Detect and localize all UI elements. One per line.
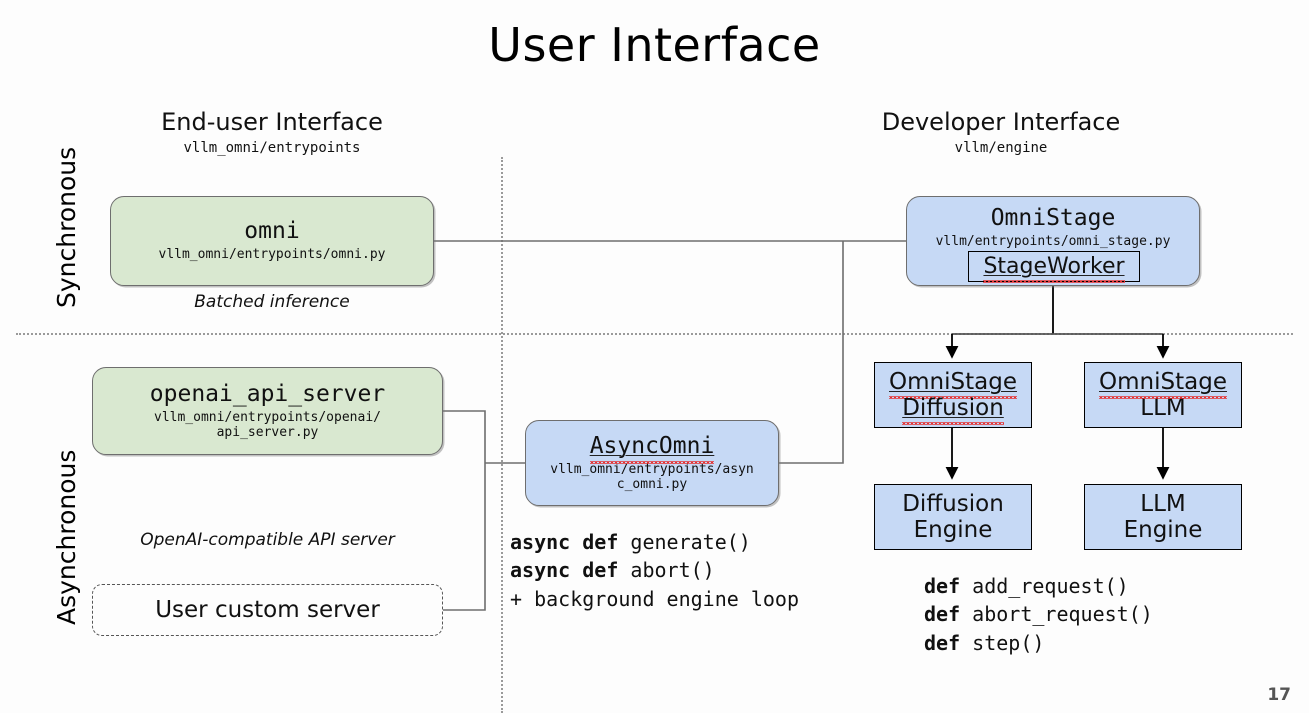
node-diffusion-engine-line2: Engine bbox=[913, 517, 993, 543]
column-heading-end-user: End-user Interface bbox=[161, 108, 383, 136]
column-subheading-end-user: vllm_omni/entrypoints bbox=[183, 140, 361, 156]
divider-enduser-developer bbox=[501, 157, 503, 713]
node-omni-stage-llm-line1: OmniStage bbox=[1099, 368, 1227, 400]
code-line: def abort_request() bbox=[924, 602, 1153, 627]
node-user-custom-server-title: User custom server bbox=[155, 596, 380, 623]
caption-openai-compatible: OpenAI-compatible API server bbox=[140, 530, 395, 550]
node-omni[interactable]: omni vllm_omni/entrypoints/omni.py bbox=[110, 196, 434, 286]
column-heading-developer: Developer Interface bbox=[881, 108, 1121, 136]
node-async-omni-title: AsyncOmni bbox=[589, 432, 715, 464]
code-line: + background engine loop bbox=[510, 586, 799, 611]
code-line: def step() bbox=[924, 630, 1045, 655]
code-line: async def generate() bbox=[510, 530, 751, 554]
caption-batched-inference: Batched inference bbox=[194, 292, 350, 312]
node-stage-worker[interactable]: StageWorker bbox=[968, 251, 1140, 283]
node-async-omni-label: AsyncOmni bbox=[589, 432, 715, 464]
node-user-custom-server[interactable]: User custom server bbox=[92, 584, 443, 636]
node-omni-stage-diffusion[interactable]: OmniStage Diffusion bbox=[874, 362, 1032, 428]
node-omni-stage-diffusion-line2: Diffusion bbox=[902, 395, 1004, 426]
node-openai-api-server[interactable]: openai_api_server vllm_omni/entrypoints/… bbox=[92, 367, 443, 455]
code-block-async-api: async def generate() async def abort() +… bbox=[510, 528, 799, 613]
node-omni-stage-llm[interactable]: OmniStage LLM bbox=[1084, 362, 1242, 428]
node-llm-engine-line1: LLM bbox=[1140, 490, 1186, 517]
divider-sync-async bbox=[16, 333, 1293, 335]
node-omni-stage-llm-line2: LLM bbox=[1140, 395, 1186, 421]
node-omni-path: vllm_omni/entrypoints/omni.py bbox=[158, 247, 386, 263]
node-llm-engine[interactable]: LLM Engine bbox=[1084, 484, 1242, 550]
code-line: async def abort() bbox=[510, 558, 715, 583]
node-stage-worker-label: StageWorker bbox=[983, 254, 1125, 283]
page-number: 17 bbox=[1267, 685, 1291, 705]
code-block-engine-api: def add_request() def abort_request() de… bbox=[924, 572, 1153, 657]
node-omni-title: omni bbox=[244, 218, 300, 245]
node-llm-engine-line2: Engine bbox=[1123, 517, 1203, 543]
column-subheading-developer: vllm/engine bbox=[954, 140, 1048, 156]
node-async-omni[interactable]: AsyncOmni vllm_omni/entrypoints/asyn c_o… bbox=[525, 420, 779, 506]
page-title: User Interface bbox=[488, 18, 821, 72]
node-async-omni-path: vllm_omni/entrypoints/asyn c_omni.py bbox=[550, 461, 754, 492]
node-openai-api-server-title: openai_api_server bbox=[149, 380, 386, 407]
node-omni-stage-title: OmniStage bbox=[990, 205, 1116, 232]
node-diffusion-engine[interactable]: Diffusion Engine bbox=[874, 484, 1032, 550]
node-omni-stage-path: vllm/entrypoints/omni_stage.py bbox=[935, 234, 1171, 250]
code-line: def add_request() bbox=[924, 574, 1129, 598]
node-openai-api-server-path: vllm_omni/entrypoints/openai/ api_server… bbox=[154, 409, 381, 440]
node-diffusion-engine-line1: Diffusion bbox=[902, 490, 1004, 517]
axis-label-synchronous: Synchronous bbox=[52, 146, 81, 308]
node-omni-stage-diffusion-line1: OmniStage bbox=[889, 368, 1017, 400]
axis-label-asynchronous: Asynchronous bbox=[52, 449, 81, 625]
